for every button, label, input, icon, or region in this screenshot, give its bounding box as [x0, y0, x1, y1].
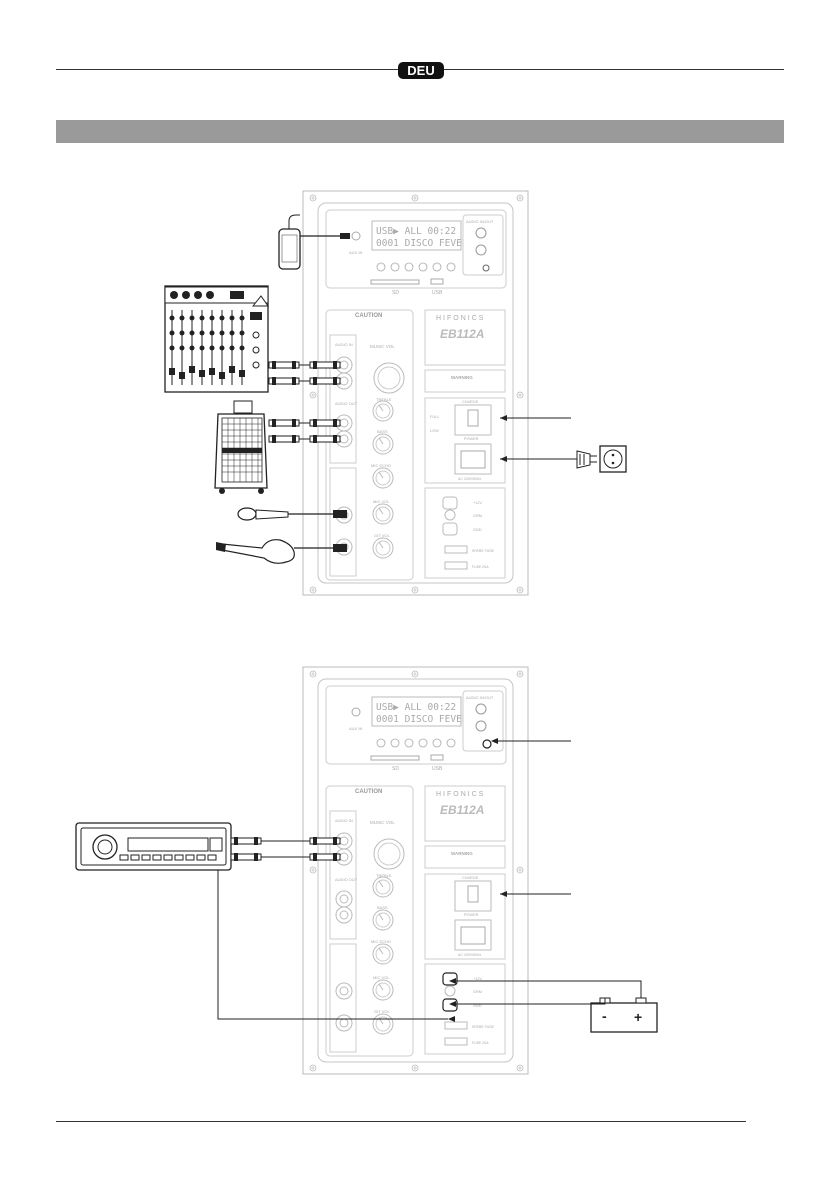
- caution-label: CAUTION: [355, 313, 382, 319]
- sd-label: SD: [392, 290, 399, 296]
- audio-in-out-label: AUDIO IN/OUT: [466, 219, 494, 224]
- display-line1: USB▶ ALL 00:22: [376, 226, 456, 237]
- battery-minus-label: -: [602, 1008, 607, 1024]
- gnd-label: GND: [473, 528, 482, 532]
- power-label: POWER: [464, 437, 479, 441]
- treble-label: TREBLE: [376, 397, 392, 402]
- plus12v-label: +12V: [473, 501, 482, 505]
- wall-socket-icon: [599, 445, 627, 473]
- batt-low-label: LOW: [430, 429, 439, 433]
- smartphone-icon: [278, 214, 301, 270]
- charge-label: CHARGE: [462, 400, 479, 404]
- speaker-icon: [214, 400, 268, 494]
- audio-in-out-label-2: AUDIO IN/OUT: [466, 695, 494, 700]
- fuse-label-2: FUSE 20A: [472, 1041, 489, 1045]
- grm-label: GRM: [473, 514, 482, 518]
- guitar-icon: [216, 539, 347, 564]
- charge-label-2: CHARGE: [462, 876, 479, 880]
- brand-label-2: HIFONICS: [436, 791, 485, 798]
- sd-label-2: SD: [392, 766, 399, 772]
- music-vol-label: MUSIC VOL: [370, 344, 395, 349]
- grm-label-2: GRM: [473, 990, 482, 994]
- audio-out-label-2: AUDIO OUT: [335, 877, 358, 882]
- usb-label-2: USB: [432, 766, 443, 772]
- amplifier-panel-bottom: USB▶ ALL 00:22 0001 DISCO FEVER AUX IN A…: [302, 666, 529, 1075]
- aux-in-label: AUX IN: [349, 250, 362, 255]
- batt-full-label: FULL: [430, 415, 439, 419]
- bass-label: BASS: [377, 429, 388, 434]
- display-line2: 0001 DISCO FEVER: [376, 238, 468, 249]
- model-label-2: EB112A: [440, 803, 484, 817]
- warning-label: WARNING: [451, 375, 473, 380]
- microphone-icon: [237, 507, 347, 521]
- language-badge: DEU: [398, 62, 444, 79]
- ac-label-2: AC 230V/50Hz: [458, 953, 481, 957]
- model-label: EB112A: [440, 327, 484, 341]
- git-vol-label: GIT VOL: [374, 533, 390, 538]
- aux-plug: [340, 233, 350, 239]
- mixer-rca-top: [268, 360, 300, 370]
- battery-minus-wire: [455, 998, 606, 1005]
- gnd-label-2: GND: [473, 1004, 482, 1008]
- warning-label-2: WARNING: [451, 851, 473, 856]
- ac-label: AC 230V/50Hz: [458, 477, 481, 481]
- fuse-label: FUSE 20A: [472, 565, 489, 569]
- usb-label: USB: [432, 290, 443, 296]
- mic-echo-label-2: MIC ECHO: [371, 939, 391, 944]
- mic-vol-label: MIC VOL: [373, 499, 390, 504]
- battery-plus-label: +: [634, 1009, 642, 1025]
- mic-echo-label: MIC ECHO: [371, 463, 391, 468]
- caution-label-2: CAUTION: [355, 789, 382, 795]
- battery-icon: - +: [590, 997, 658, 1033]
- brand-label: HIFONICS: [436, 315, 485, 322]
- display2-line1: USB▶ ALL 00:22: [376, 702, 456, 713]
- amplifier-panel-top: USB▶ ALL 00:22 0001 DISCO FEVER AUX IN A…: [302, 190, 529, 596]
- mic-vol-label-2: MIC VOL: [373, 975, 390, 980]
- audio-in-label: AUDIO IN: [335, 342, 353, 347]
- aux-in-label-2: AUX IN: [349, 726, 362, 731]
- music-vol-label-2: MUSIC VOL: [370, 820, 395, 825]
- display2-line2: 0001 DISCO FEVER: [376, 714, 468, 725]
- audio-in-label-2: AUDIO IN: [335, 818, 353, 823]
- spare-fuse-label-2: SPARE FUSE: [472, 1025, 495, 1029]
- power-label-2: POWER: [464, 913, 479, 917]
- power-plug-icon: [576, 450, 597, 469]
- plus12v-label-2: +12V: [473, 977, 482, 981]
- remote-wire: [217, 870, 448, 1020]
- git-vol-label-2: GIT VOL: [374, 1009, 390, 1014]
- spare-fuse-label: SPARE FUSE: [472, 549, 495, 553]
- car-radio-icon: [75, 822, 232, 871]
- treble-label-2: TREBLE: [376, 873, 392, 878]
- battery-plus-wire: [455, 980, 642, 998]
- mixer-icon: [164, 285, 269, 393]
- footer-rule: [56, 1121, 746, 1122]
- mixer-rca-bottom: [268, 376, 300, 386]
- section-heading-bar: [56, 120, 784, 143]
- audio-out-label: AUDIO OUT: [335, 401, 358, 406]
- bass-label-2: BASS: [377, 905, 388, 910]
